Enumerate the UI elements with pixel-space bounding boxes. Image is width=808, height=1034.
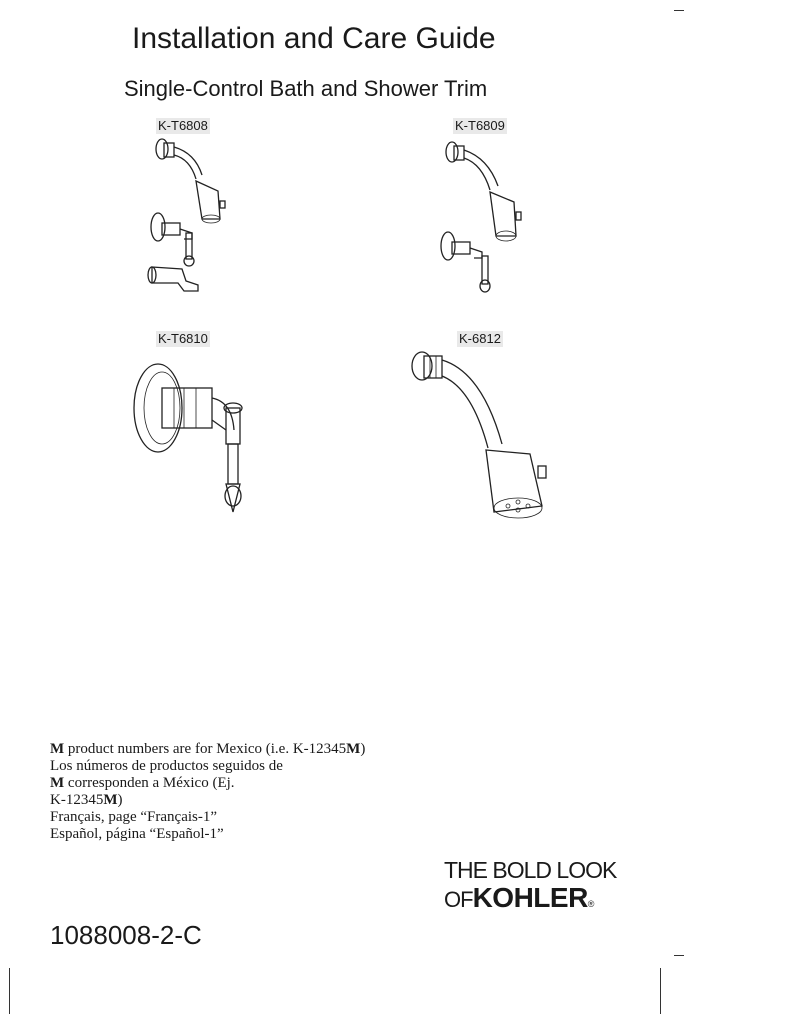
valve-trim-handle-icon: [133, 363, 243, 513]
crop-mark-left: [9, 968, 10, 1014]
bath-shower-trim-set-icon: [147, 138, 226, 292]
note-line-4: K-12345M): [50, 792, 123, 808]
page-title: Installation and Care Guide: [132, 22, 496, 55]
page-subtitle: Single-Control Bath and Shower Trim: [124, 76, 488, 101]
document-number: 1088008-2-C: [50, 920, 202, 950]
model-label-k-t6810: K-T6810: [156, 331, 210, 347]
crop-mark-right: [660, 968, 661, 1014]
logo-brand-line: OFKOHLER®: [444, 882, 595, 913]
model-label-k-t6809: K-T6809: [453, 118, 507, 134]
note-line-3: M corresponden a México (Ej.: [50, 775, 235, 791]
crop-mark-top-right: [674, 10, 684, 11]
shower-trim-set-icon: [440, 141, 522, 293]
note-line-6: Español, página “Español-1”: [50, 826, 224, 842]
note-line-1: M product numbers are for Mexico (i.e. K…: [50, 741, 366, 757]
kohler-logo: THE BOLD LOOK OFKOHLER®: [444, 857, 624, 919]
model-label-k-6812: K-6812: [457, 331, 503, 347]
language-notes: M product numbers are for Mexico (i.e. K…: [50, 741, 365, 843]
crop-mark-bottom-right: [674, 955, 684, 956]
logo-tagline: THE BOLD LOOK: [444, 857, 617, 883]
model-label-k-t6808: K-T6808: [156, 118, 210, 134]
showerhead-icon: [411, 351, 547, 519]
note-line-2: Los números de productos seguidos de: [50, 758, 283, 774]
note-line-5: Français, page “Français-1”: [50, 809, 218, 825]
